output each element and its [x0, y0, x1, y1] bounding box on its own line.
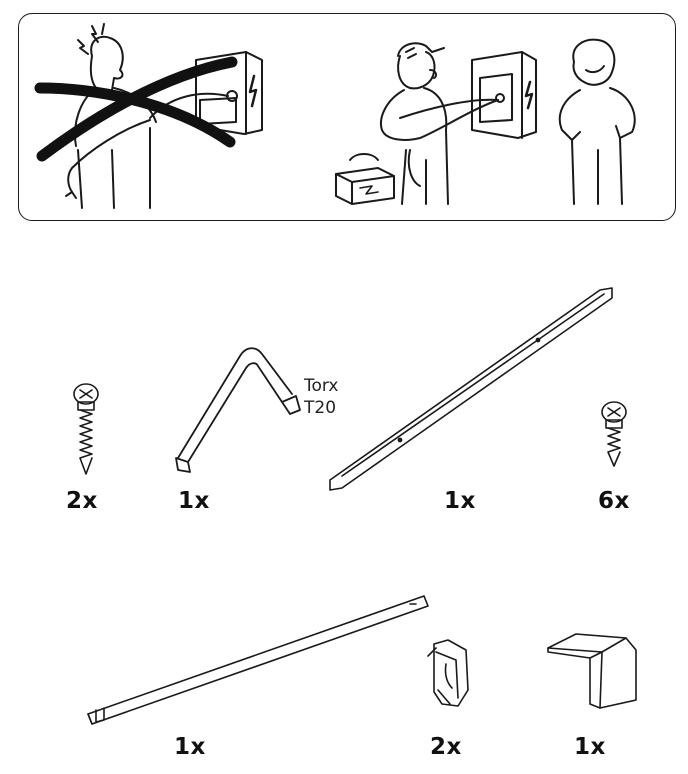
qty-torx-key: 1x	[178, 488, 210, 514]
warning-panel	[18, 13, 676, 221]
electrician-person-icon	[380, 42, 499, 205]
qty-mounting-rail: 1x	[444, 488, 476, 514]
wood-screw-long-icon	[73, 383, 99, 475]
long-bar-icon	[87, 595, 429, 725]
right-fusebox-icon	[471, 51, 537, 139]
corner-bracket-icon	[547, 633, 637, 709]
wood-screw-short-icon	[601, 401, 627, 467]
torx-label-line1: Torx	[304, 376, 339, 396]
torx-key-icon	[175, 347, 301, 473]
qty-wood-screw-short: 6x	[598, 488, 630, 514]
clip-bracket-icon	[427, 639, 469, 707]
qty-long-bar: 1x	[174, 734, 206, 760]
helper-person-icon	[558, 38, 636, 205]
qty-wood-screw-long: 2x	[66, 488, 98, 514]
qty-corner-bracket: 1x	[574, 734, 606, 760]
torx-label-line2: T20	[304, 398, 337, 418]
qty-clip-bracket: 2x	[430, 734, 462, 760]
toolbox-icon	[335, 153, 395, 205]
mounting-rail-icon	[329, 287, 613, 491]
prohibition-cross-icon	[34, 56, 238, 162]
